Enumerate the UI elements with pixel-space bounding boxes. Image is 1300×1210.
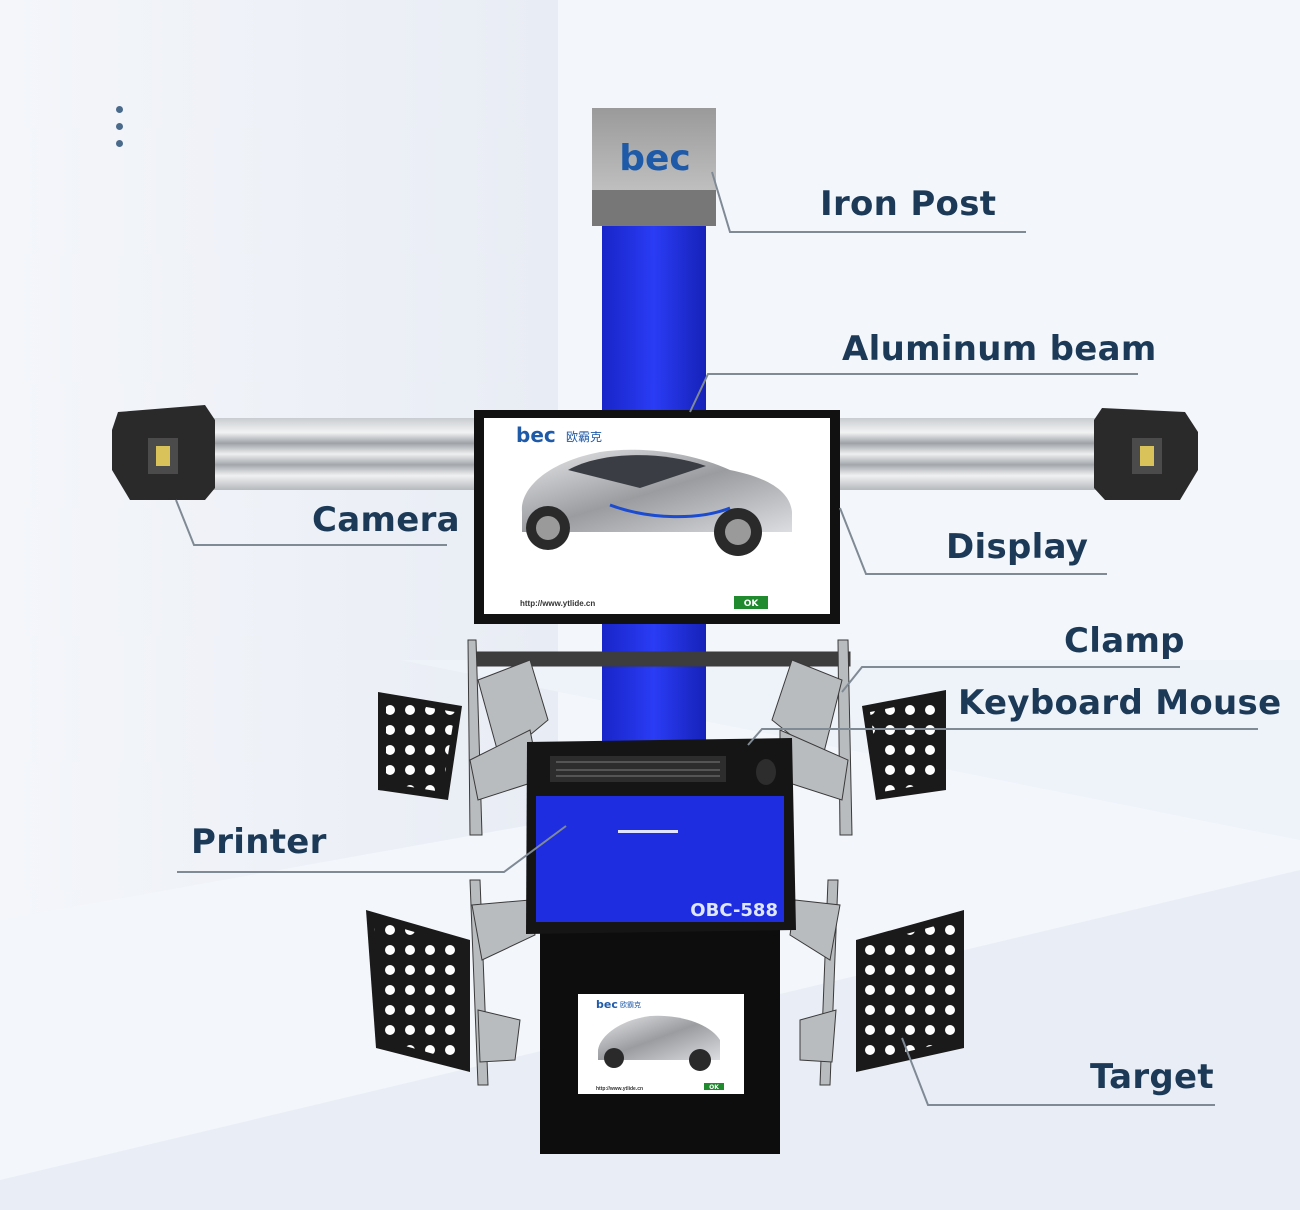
label-iron-post: Iron Post — [820, 184, 997, 224]
leader-iron-post — [711, 171, 1026, 233]
vertical-dots-icon[interactable] — [116, 106, 124, 157]
target-lower-left — [366, 910, 470, 1072]
mouse — [756, 759, 776, 785]
display-logo-cn: 欧霸克 — [566, 430, 602, 444]
crossbeam-right — [836, 418, 1106, 490]
leader-aluminum-beam — [689, 373, 1138, 413]
camera-left — [112, 405, 215, 500]
leader-printer — [177, 825, 567, 873]
iron-post-cap: bec — [592, 108, 716, 226]
clamp-lower — [469, 879, 841, 1086]
label-camera: Camera — [312, 500, 460, 540]
keyboard — [550, 756, 776, 785]
leader-target — [901, 1037, 1215, 1106]
display-ok-label: OK — [744, 599, 760, 609]
clamp-upper — [467, 639, 853, 836]
label-display: Display — [946, 527, 1089, 567]
display-url: http://www.ytlide.cn — [520, 599, 595, 608]
cabinet-logo: bec — [596, 998, 618, 1011]
label-clamp: Clamp — [1064, 621, 1185, 661]
leader-display — [839, 507, 1107, 575]
cabinet-logo-cn: 欧霸克 — [620, 1000, 641, 1009]
label-target: Target — [1090, 1057, 1214, 1097]
leader-clamp — [841, 666, 1180, 693]
leader-keyboard-mouse — [747, 728, 1258, 746]
label-keyboard-mouse: Keyboard Mouse — [958, 683, 1282, 723]
cabinet: OBC-588 bec 欧霸克 http://www.ytlide.cn OK — [526, 738, 796, 1154]
display-logo: bec — [516, 423, 556, 447]
printer-panel — [536, 796, 784, 922]
cabinet-screen-ok: OK — [709, 1084, 719, 1091]
target-upper-left — [378, 692, 462, 800]
cabinet-model: OBC-588 — [690, 900, 778, 921]
camera-right — [1094, 408, 1198, 500]
display-ok-button — [734, 596, 768, 609]
target-upper-right — [862, 690, 946, 800]
label-printer: Printer — [191, 822, 327, 862]
cabinet-screen-url: http://www.ytlide.cn — [596, 1086, 643, 1092]
target-lower-right — [856, 910, 964, 1072]
leader-lines — [175, 171, 1258, 1106]
leader-camera — [175, 499, 447, 546]
display-monitor: bec 欧霸克 http://www.ytlide.cn OK — [474, 410, 840, 624]
label-aluminum-beam: Aluminum beam — [842, 329, 1157, 369]
cap-logo: bec — [619, 138, 691, 179]
crossbeam-left — [200, 418, 480, 490]
car-image — [521, 449, 792, 556]
